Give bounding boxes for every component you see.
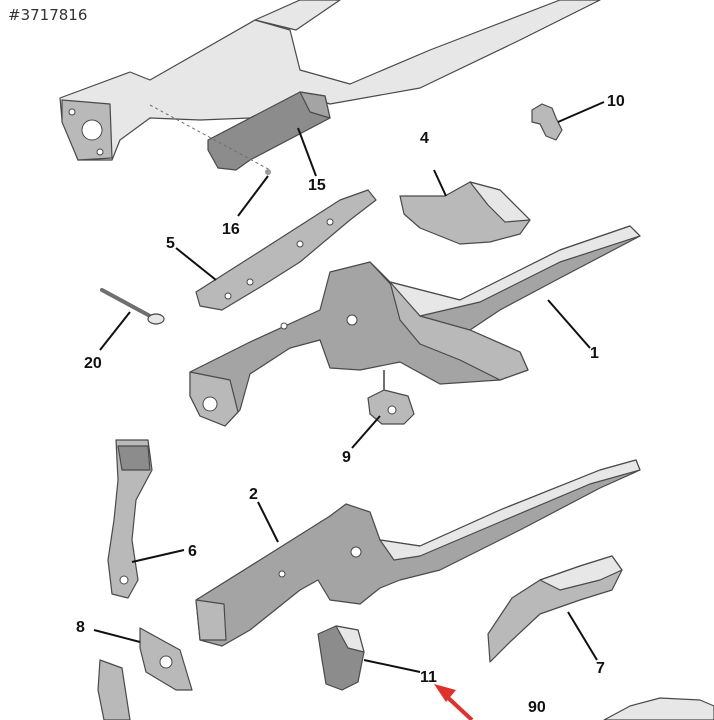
- label-part-9: 9: [342, 449, 351, 466]
- label-part-11: 11: [420, 669, 437, 686]
- label-part-90: 90: [528, 699, 546, 716]
- part-upper-rail: [59, 0, 601, 161]
- label-part-8: 8: [76, 619, 85, 636]
- label-part-1: 1: [590, 345, 599, 362]
- label-part-10: 10: [607, 93, 625, 110]
- part-5-plate: [195, 189, 377, 311]
- part-11-bracket: [317, 625, 365, 691]
- part-2-lower-rail: [195, 459, 641, 647]
- watermark-id: #3717816: [8, 6, 88, 24]
- part-90-partial: [603, 697, 714, 720]
- label-part-5: 5: [166, 235, 175, 252]
- highlight-arrow: [434, 684, 474, 720]
- label-part-4: 4: [420, 130, 429, 147]
- part-10-clip: [531, 103, 563, 141]
- part-1-main-rail: [189, 225, 641, 427]
- part-20-bolt: [100, 288, 165, 325]
- part-4-shield: [399, 181, 531, 245]
- part-7-shield: [487, 555, 623, 663]
- label-part-20: 20: [84, 355, 102, 372]
- label-part-2: 2: [249, 486, 258, 503]
- part-6-bracket: [107, 439, 153, 599]
- leader-lines: [93, 101, 605, 673]
- label-part-6: 6: [188, 543, 197, 560]
- label-part-16: 16: [222, 221, 240, 238]
- part-8-plate: [97, 627, 193, 720]
- label-part-7: 7: [596, 660, 605, 677]
- part-9-mount: [367, 370, 415, 425]
- part-labels: 1 2 4 5 6 7 8 9 10 11 15 16 20 90: [76, 93, 625, 716]
- part-15-bracket: [149, 91, 331, 175]
- label-part-15: 15: [308, 177, 326, 194]
